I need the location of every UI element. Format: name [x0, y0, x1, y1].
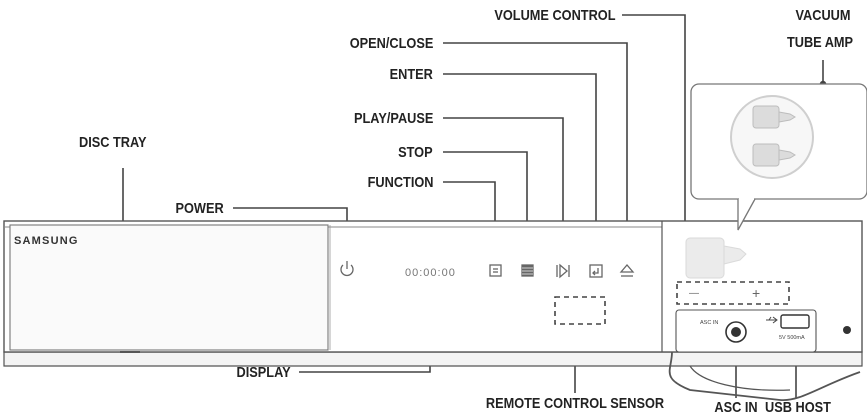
label-function: FUNCTION	[367, 174, 433, 191]
leader-open-close	[443, 42, 628, 235]
volume-minus: —	[689, 288, 699, 299]
play-pause-icon[interactable]	[556, 263, 570, 279]
tube-on-device	[685, 237, 747, 279]
label-disc-tray: DISC TRAY	[79, 134, 147, 151]
eject-icon[interactable]	[619, 264, 635, 277]
label-vacuum-tube-amp-2: TUBE AMP	[786, 34, 854, 51]
device-base	[3, 351, 863, 367]
label-open-close: OPEN/CLOSE	[349, 35, 433, 52]
label-volume-control: VOLUME CONTROL	[493, 7, 615, 24]
brand-logo: SAMSUNG	[14, 235, 79, 247]
callout-pointer	[737, 198, 756, 231]
port-cover-edge	[689, 365, 791, 391]
side-button	[843, 326, 851, 334]
leader-play-pause	[443, 117, 564, 235]
leader-function	[443, 181, 496, 235]
volume-plus: +	[752, 285, 760, 301]
power-icon[interactable]	[340, 261, 354, 277]
side-panel	[661, 221, 861, 401]
disc-tray	[9, 224, 329, 351]
volume-control[interactable]	[676, 281, 790, 305]
usb-port[interactable]	[780, 314, 810, 329]
port-cover-flap	[668, 351, 861, 401]
stop-icon[interactable]	[521, 264, 534, 277]
label-remote-control-sensor: REMOTE CONTROL SENSOR	[485, 395, 665, 412]
vacuum-tube-amp	[685, 83, 867, 279]
tube-elements	[752, 105, 796, 167]
leader-enter	[443, 73, 597, 235]
label-play-pause: PLAY/PAUSE	[353, 110, 433, 127]
control-icons	[340, 261, 635, 279]
label-asc-in: ASC IN	[714, 399, 758, 416]
display-readout: 00:00:00	[405, 267, 456, 279]
asc-in-port-hole	[731, 327, 741, 337]
label-vacuum-tube-amp-1: VACUUM	[795, 7, 851, 24]
label-display: DISPLAY	[236, 364, 291, 381]
enter-icon[interactable]	[589, 264, 603, 278]
leader-volume-control	[622, 14, 686, 288]
remote-control-sensor	[554, 296, 606, 325]
label-stop: STOP	[398, 144, 433, 161]
label-enter: ENTER	[389, 66, 433, 83]
usb-icon	[766, 316, 778, 324]
leader-stop	[443, 151, 528, 235]
label-usb-host: USB HOST	[765, 399, 831, 416]
function-icon[interactable]	[489, 264, 502, 277]
label-power: POWER	[175, 200, 224, 217]
usb-port-label: 5V 500mA	[779, 335, 805, 341]
asc-in-port-label: ASC IN	[700, 320, 718, 326]
